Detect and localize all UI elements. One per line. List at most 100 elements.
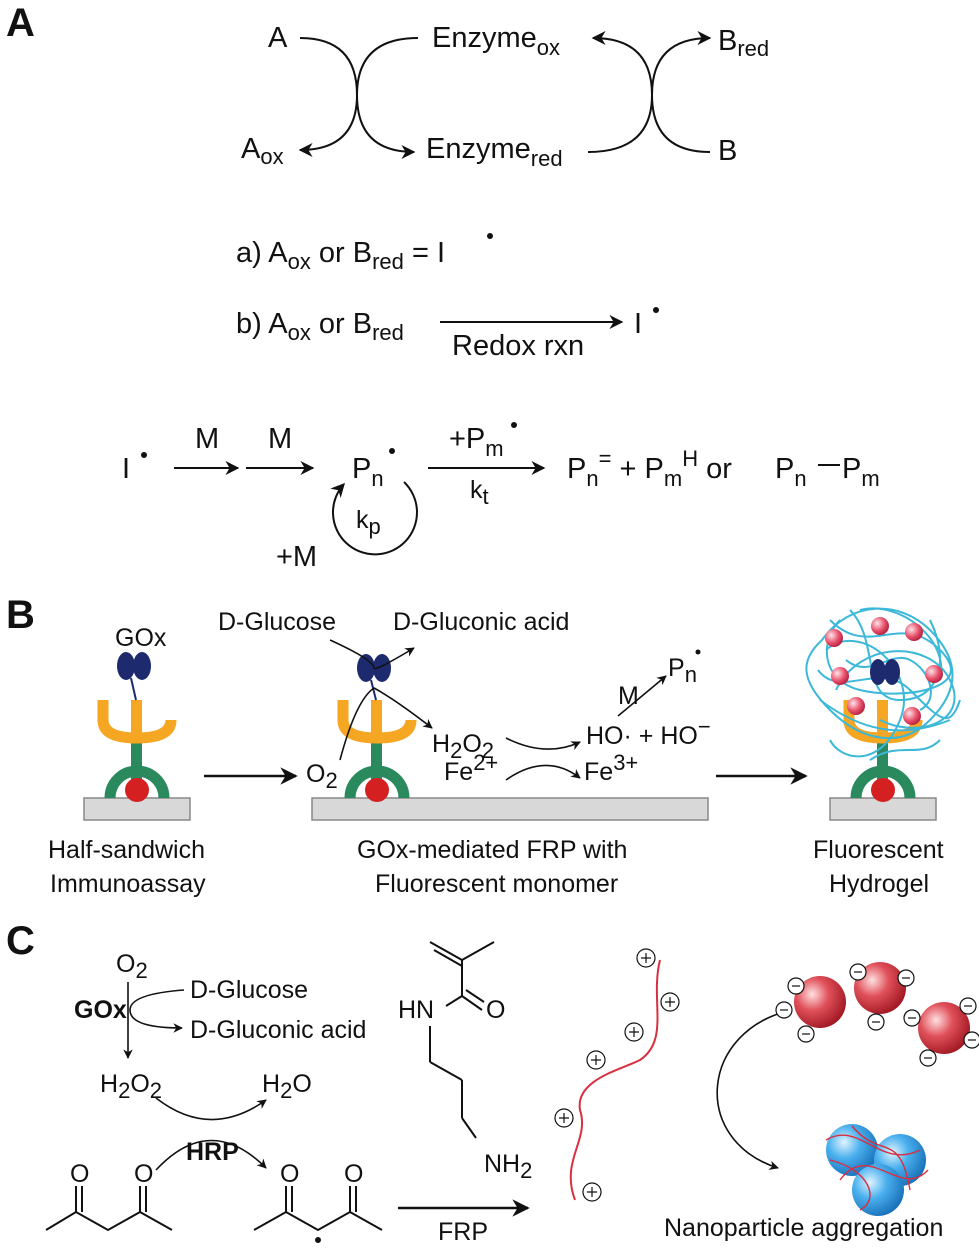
initiator: I [122,453,130,485]
glucose-oxidation-arrow [329,639,415,670]
kp-label: kp [356,506,381,539]
arrow-enzyme-red-to-b-red [587,31,712,153]
coupling-product: Pn [775,453,807,491]
radical-dot [315,1237,321,1243]
o2-label: O2 [306,760,338,793]
hrp-substrate-arrow [155,1139,267,1171]
fe3-label: Fe3+ [584,750,638,786]
arrow-enzyme-ox-to-a-ox [298,37,419,157]
caption-fluorescent: Fluorescent [813,836,944,864]
gox-enzyme [117,652,135,680]
initiation-arrow [617,675,667,717]
h2o2-label: H2O2 [432,730,494,763]
species-b-red: Bred [718,25,769,61]
hydroxyl-radical-products: HO· + HO− [586,714,711,750]
d-gluconic-label: D-Gluconic acid [190,1016,366,1044]
linker [370,679,377,701]
propyl-bond [429,1061,463,1081]
glucose-arrow [129,989,185,1033]
h2o-label: H2O [262,1070,312,1103]
hrp-label: HRP [186,1138,239,1166]
d-glucose-label: D-Glucose [218,608,336,636]
linker [130,677,137,701]
rule-a: a) Aox or Bred = I [236,237,445,274]
radical-dot [511,422,517,428]
caption-gox-frp: GOx-mediated FRP with [357,836,627,864]
oxygen-label: O [70,1160,89,1188]
immunoassay-step-3: Fluorescent Hydrogel [805,607,961,898]
nanoparticle-red [918,1002,970,1054]
oxygen-label: O [134,1160,153,1188]
enzyme-cycle: A Aox Enzymeox Enzymered Bred B [241,22,769,171]
aminopropyl-methacrylamide-structure: O HN NH2 [398,941,532,1183]
acetylacetone-structure: O O [45,1160,173,1232]
amide-nh-label: HN [398,996,434,1024]
fluorescent-particle [903,707,921,725]
gox-enzyme [373,654,391,682]
enzyme-cascade: O2 GOx D-Glucose D-Gluconic acid H2O2 H2… [74,950,366,1171]
nanoparticle-red [854,962,906,1014]
antigen [871,778,895,802]
panel-label-b: B [6,593,35,637]
monomer-label-1: M [195,423,219,455]
initiation-rules: a) Aox or Bred = I b) Aox or Bred Redox … [236,233,659,362]
caption-immunoassay: Immunoassay [50,870,206,898]
rule-b: b) Aox or Bred [236,308,404,345]
capture-antibody-stem [371,742,382,784]
panel-label-c: C [6,919,35,963]
fluorescent-particle [905,623,923,641]
gox-label: GOx [115,624,167,652]
caption-half-sandwich: Half-sandwich [48,836,205,864]
propagation-loop [330,481,418,556]
detection-antibody-stem [371,700,382,742]
redox-label: Redox rxn [452,330,584,362]
gox-enzyme [357,654,375,682]
monomer-label-2: M [268,423,292,455]
fluorescent-particle [871,617,889,635]
carbonyl-bond [465,989,485,1003]
fluorescent-particle [825,629,843,647]
o2-label: O2 [116,950,148,983]
monomer-label: M [618,682,639,710]
methyl-bond [461,941,495,961]
nanoparticle-blue [852,1164,904,1216]
fenton-arrow-top [505,737,581,751]
fluorescent-particle [925,665,943,683]
aggregation-arrow [716,1009,793,1170]
polymer-chain [569,959,661,1201]
gox-label: GOx [74,996,127,1024]
oxygen-label: O [280,1160,299,1188]
hrp-peroxide-arrow [155,1097,267,1121]
antigen [365,778,389,802]
acetylacetone-radical-structure: O O [253,1160,383,1243]
fe2-label: Fe2+ [444,750,498,786]
amine-label: NH2 [484,1150,532,1183]
nanoparticle-caption: Nanoparticle aggregation [664,1214,943,1242]
capture-antibody-stem [877,742,888,784]
coupling-product-2: Pm [842,453,880,491]
species-a: A [268,22,288,54]
radical-dot [141,452,147,458]
caption-hydrogel: Hydrogel [829,870,929,898]
immunoassay-step-1: GOx Half-sandwich Immunoassay [48,624,206,898]
substrate-slide [311,797,709,821]
immunoassay-step-2: D-Glucose D-Gluconic acid O2 H2O2 Fe2+ F… [218,608,711,898]
radical-dot [695,649,701,655]
carbonyl-bond [461,995,483,1011]
fenton-arrow-bottom [505,764,581,781]
gox-enzyme [133,652,151,680]
cationic-polymer [554,948,680,1202]
d-glucose-label: D-Glucose [190,976,308,1004]
oxygen-label: O [344,1160,363,1188]
bridging-polymer [825,1125,929,1211]
frp-label: FRP [438,1218,488,1246]
amine-bond [461,1117,477,1139]
oxygen-label: O [486,996,505,1024]
enzyme-red: Enzymered [426,133,563,171]
chain-radical: Pn [668,654,697,687]
termination-products: Pn= + PmH or [567,446,732,491]
caption-fluorescent-monomer: Fluorescent monomer [375,870,618,898]
polymerization-scheme: I M M Pn kp +M +Pm kt Pn= + PmH or Pn Pm [122,422,880,573]
species-a-ox: Aox [241,133,284,169]
fluorescent-particle [847,697,865,715]
